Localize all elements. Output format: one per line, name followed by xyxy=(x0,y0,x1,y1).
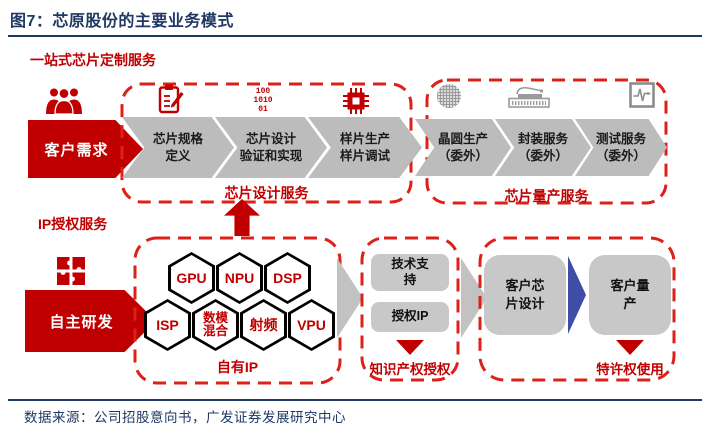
hexagon-vpu: VPU xyxy=(288,299,335,351)
source-divider xyxy=(8,399,702,401)
production-service-box-border xyxy=(425,78,668,205)
binary-code-icon: 100 1010 01 xyxy=(253,87,273,114)
royalty-box-border xyxy=(478,236,676,382)
bonder-machine-icon xyxy=(505,84,553,113)
licensed-ip-box: 授权IP xyxy=(371,302,449,332)
up-arrow-connector xyxy=(224,199,260,236)
chip-icon xyxy=(343,88,369,119)
royalty-caption: 特许权使用 xyxy=(596,362,664,377)
source-note: 数据来源：公司招股意向书，广发证券发展研究中心 xyxy=(24,410,346,425)
customer-mass-production-box: 客户量 产 xyxy=(589,255,671,335)
own-ip-caption: 自有IP xyxy=(216,359,259,375)
hexagon-isp: ISP xyxy=(144,299,191,351)
wafer-icon xyxy=(437,84,461,108)
production-service-caption: 芯片量产服务 xyxy=(504,188,589,204)
hexagon-gpu: GPU xyxy=(168,252,215,304)
design-service-caption: 芯片设计服务 xyxy=(224,185,309,201)
customer-chip-design-box: 客户芯 片设计 xyxy=(484,255,566,335)
tech-support-box: 技术支 持 xyxy=(371,254,449,291)
title-divider xyxy=(8,35,702,37)
customers-icon xyxy=(44,86,84,119)
tester-icon xyxy=(629,82,655,113)
section-label-one-stop-service: 一站式芯片定制服务 xyxy=(30,52,156,68)
customer-demand-arrow: 客户需求 xyxy=(28,120,143,178)
hexagon-rf: 射频 xyxy=(240,299,287,351)
own-ip-box-border xyxy=(133,236,342,385)
section-label-ip-licensing-service: IP授权服务 xyxy=(38,216,108,232)
hexagon-npu: NPU xyxy=(216,252,263,304)
hexagon-mixed-signal: 数模 混合 xyxy=(192,299,239,351)
puzzle-icon xyxy=(56,256,86,291)
licensing-caption: 知识产权授权 xyxy=(369,362,451,377)
in-house-rd-arrow: 自主研发 xyxy=(25,290,156,352)
licensing-box-border xyxy=(360,236,460,382)
clipboard-pen-icon xyxy=(158,84,184,119)
figure-title: 图7：芯原股份的主要业务模式 xyxy=(10,13,234,30)
hexagon-dsp: DSP xyxy=(264,252,311,304)
